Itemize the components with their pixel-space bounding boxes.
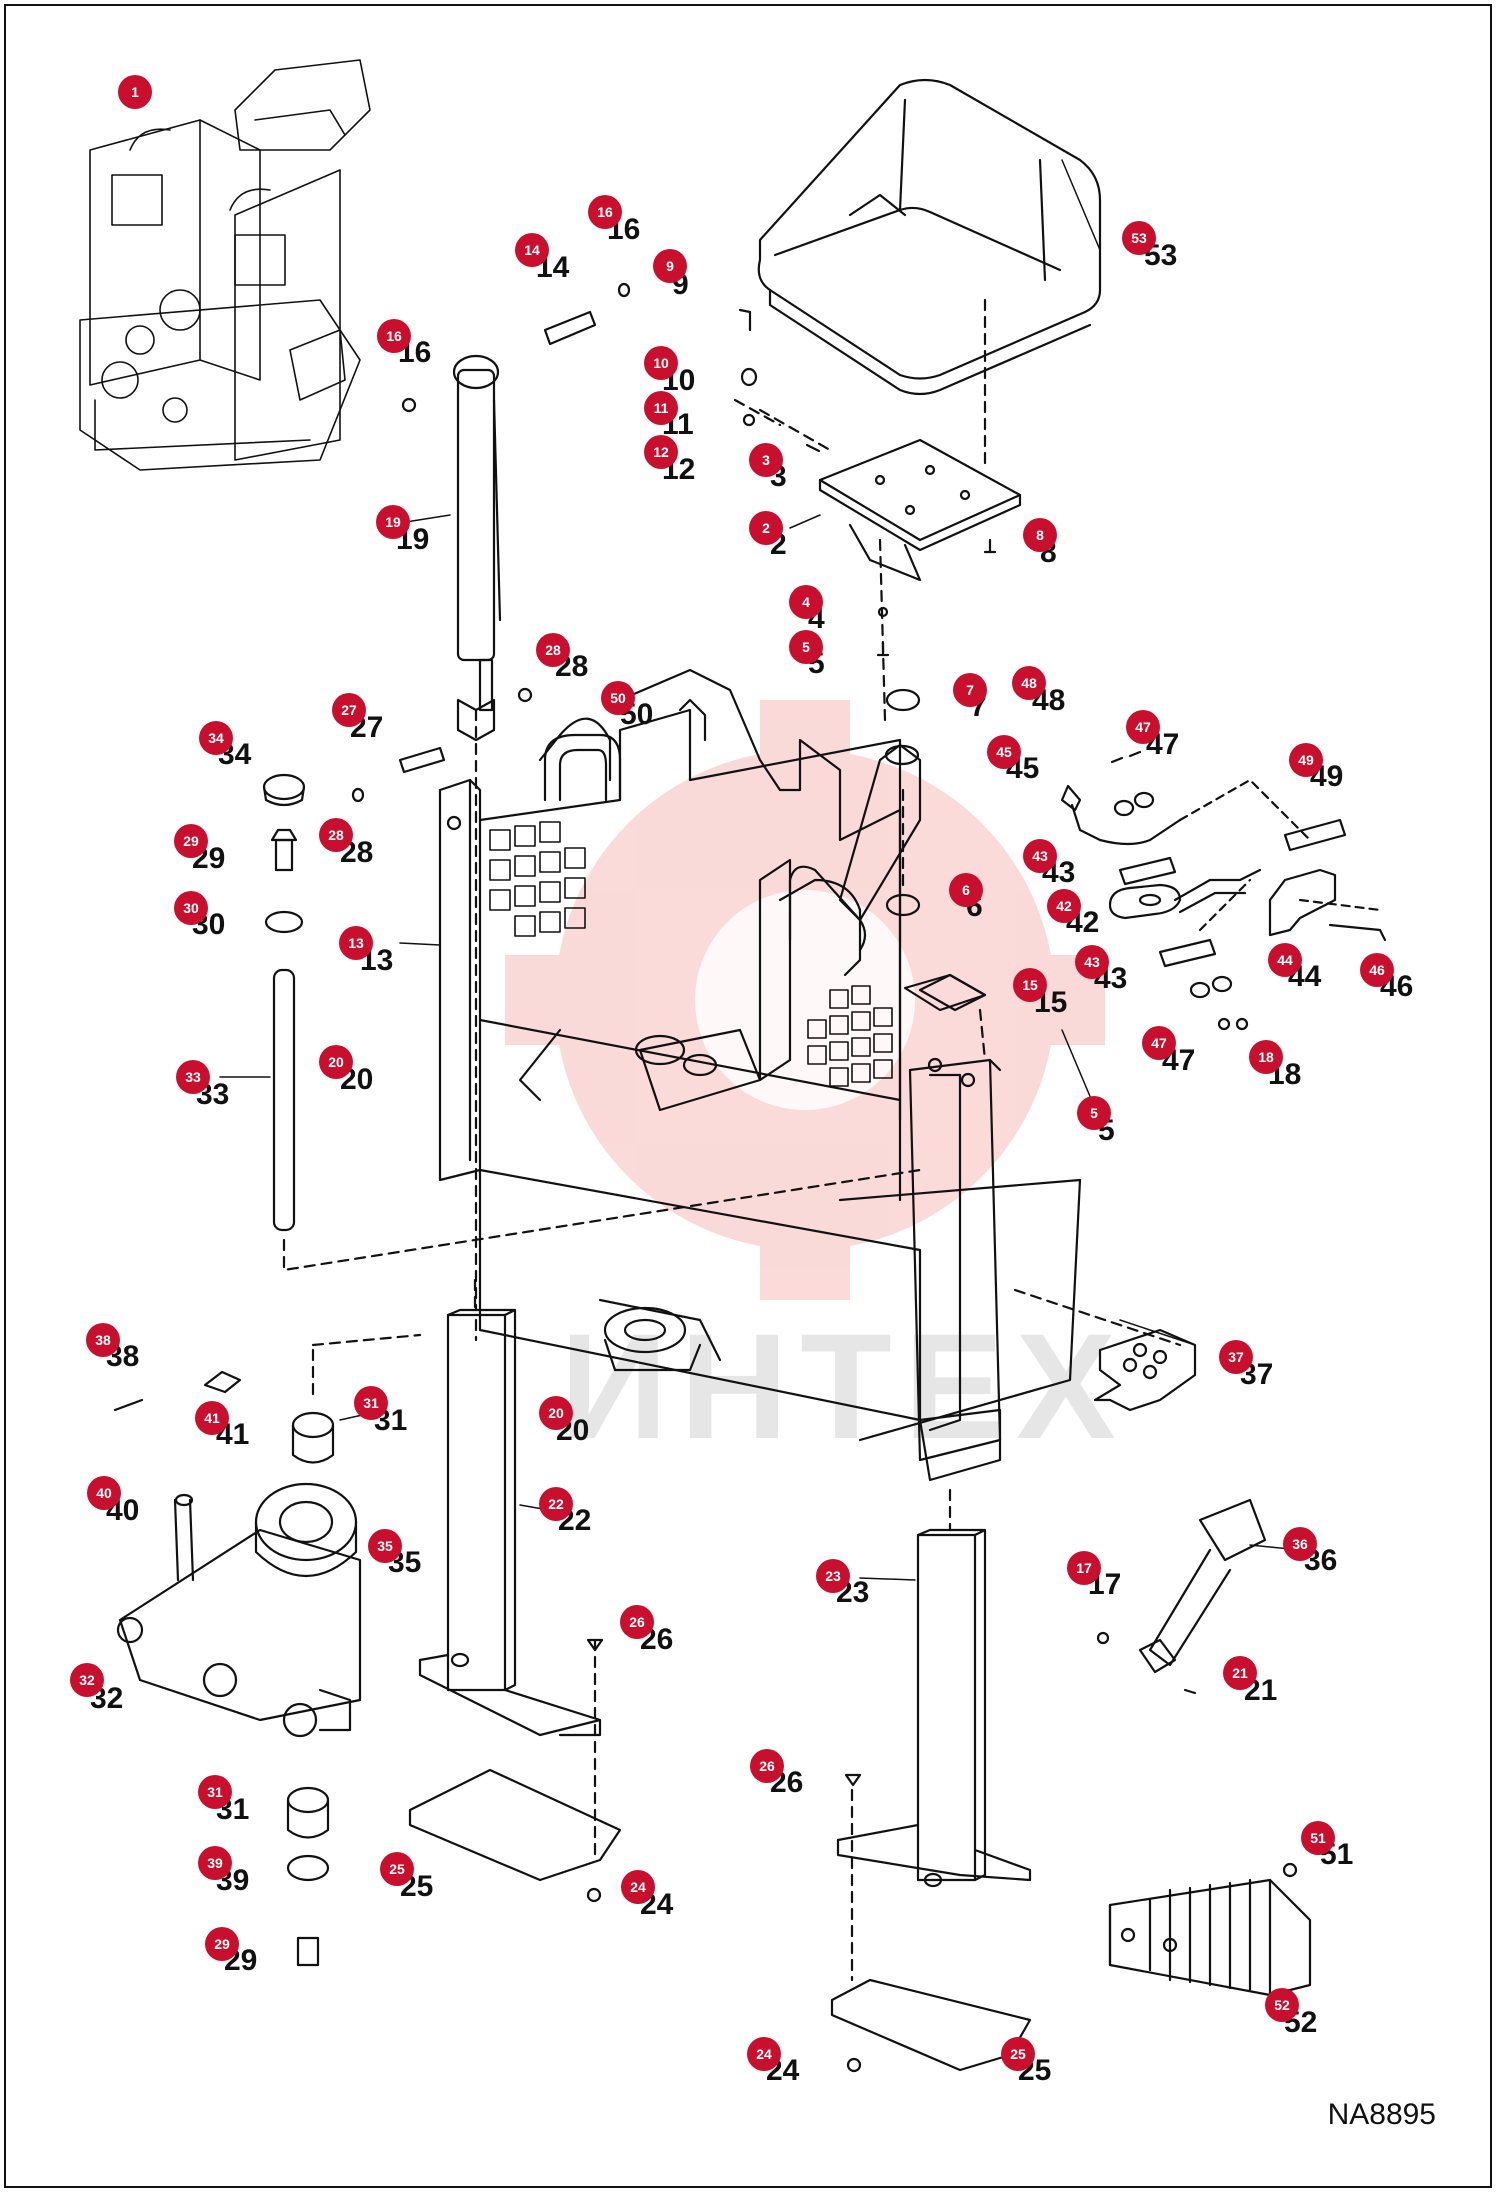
callout-18: 18: [1249, 1040, 1283, 1074]
callout-24: 24: [621, 1870, 655, 1904]
callout-40: 40: [87, 1476, 121, 1510]
callout-20: 20: [319, 1045, 353, 1079]
drawing-code: NA8895: [1327, 2098, 1436, 2131]
callout-51: 51: [1301, 1821, 1335, 1855]
callout-49: 49: [1289, 743, 1323, 777]
callout-7: 7: [953, 673, 987, 707]
callout-34: 34: [199, 721, 233, 755]
callout-12: 12: [644, 435, 678, 469]
callout-43: 43: [1075, 945, 1109, 979]
callout-16: 16: [588, 195, 622, 229]
callout-14: 14: [515, 233, 549, 267]
callout-50: 50: [601, 681, 635, 715]
small-hardware: [738, 308, 997, 917]
panel-grid-left: [489, 821, 586, 937]
callout-32: 32: [70, 1663, 104, 1697]
callout-25: 25: [380, 1852, 414, 1886]
lift-cylinder: [452, 354, 502, 742]
callout-27: 27: [332, 693, 366, 727]
callout-46: 46: [1360, 953, 1394, 987]
watermark: ИНТЕХ: [560, 1302, 1128, 1470]
pad-25-left: [408, 1768, 622, 1882]
seat-post-bracket: [838, 743, 922, 922]
callout-23: 23: [816, 1559, 850, 1593]
callout-44: 44: [1268, 943, 1302, 977]
callout-10: 10: [644, 346, 678, 380]
seat-mount-plate: [818, 438, 1022, 582]
frame-dashed-lines: [901, 788, 1182, 1347]
gear-assembly: [113, 1370, 362, 1967]
block-52: [1108, 1862, 1312, 1997]
callout-37: 37: [1219, 1340, 1253, 1374]
grab-handle: [543, 733, 867, 952]
callout-4: 4: [789, 585, 823, 619]
cover-plate-15: [918, 973, 987, 1012]
post-dashed-line: [282, 1168, 922, 1272]
panel-grid-right: [807, 985, 893, 1087]
callout-22: 22: [539, 1487, 573, 1521]
callout-31: 31: [354, 1386, 388, 1420]
callout-33: 33: [176, 1060, 210, 1094]
callout-53: 53: [1122, 221, 1156, 255]
leg-23: [836, 1528, 1032, 1888]
callout-11: 11: [644, 391, 678, 425]
callout-16: 16: [377, 319, 411, 353]
callout-42: 42: [1047, 889, 1081, 923]
callout-39: 39: [198, 1846, 232, 1880]
callout-28: 28: [319, 818, 353, 852]
gear-dashed-line: [311, 1333, 422, 1402]
callout-41: 41: [195, 1401, 229, 1435]
callout-36: 36: [1283, 1527, 1317, 1561]
callout-29: 29: [174, 824, 208, 858]
callout-24: 24: [747, 2037, 781, 2071]
callout-35: 35: [368, 1529, 402, 1563]
callout-47: 47: [1142, 1026, 1176, 1060]
callout-2: 2: [749, 511, 783, 545]
callout-6: 6: [949, 873, 983, 907]
callout-19: 19: [376, 505, 410, 539]
callout-47: 47: [1126, 710, 1160, 744]
callout-5: 5: [1077, 1096, 1111, 1130]
callout-26: 26: [620, 1605, 654, 1639]
leg-22: [418, 1308, 602, 1737]
callout-30: 30: [174, 891, 208, 925]
diagram-frame: [4, 4, 1492, 2188]
callout-26: 26: [750, 1749, 784, 1783]
linkage-dashed-lines: [1178, 778, 1382, 932]
callout-17: 17: [1067, 1551, 1101, 1585]
callout-9: 9: [653, 249, 687, 283]
callout-29: 29: [205, 1927, 239, 1961]
callout-48: 48: [1012, 666, 1046, 700]
pedal-36: [1096, 1498, 1267, 1695]
nut-24: [586, 1638, 862, 2073]
callout-21: 21: [1223, 1656, 1257, 1690]
callout-31: 31: [198, 1775, 232, 1809]
callout-5: 5: [789, 630, 823, 664]
callout-1: 1: [118, 75, 152, 109]
seat: [757, 78, 1102, 396]
callout-28: 28: [536, 633, 570, 667]
seat-dashed-line: [733, 298, 987, 722]
post-33-stack: [262, 773, 306, 1232]
callout-8: 8: [1023, 518, 1057, 552]
callout-52: 52: [1265, 1988, 1299, 2022]
callout-43: 43: [1023, 839, 1057, 873]
main-frame: [438, 668, 1082, 1482]
thumbnail-assembly: [79, 59, 371, 471]
leg-dashed-lines: [473, 1278, 952, 1982]
callout-3: 3: [749, 443, 783, 477]
callout-13: 13: [339, 926, 373, 960]
callout-20: 20: [539, 1396, 573, 1430]
pins: [351, 282, 631, 803]
valve-block: [1093, 1328, 1197, 1412]
linkage-parts: [1060, 750, 1387, 1031]
callout-15: 15: [1013, 968, 1047, 1002]
callout-45: 45: [987, 735, 1021, 769]
callout-38: 38: [86, 1323, 120, 1357]
callout-25: 25: [1001, 2037, 1035, 2071]
